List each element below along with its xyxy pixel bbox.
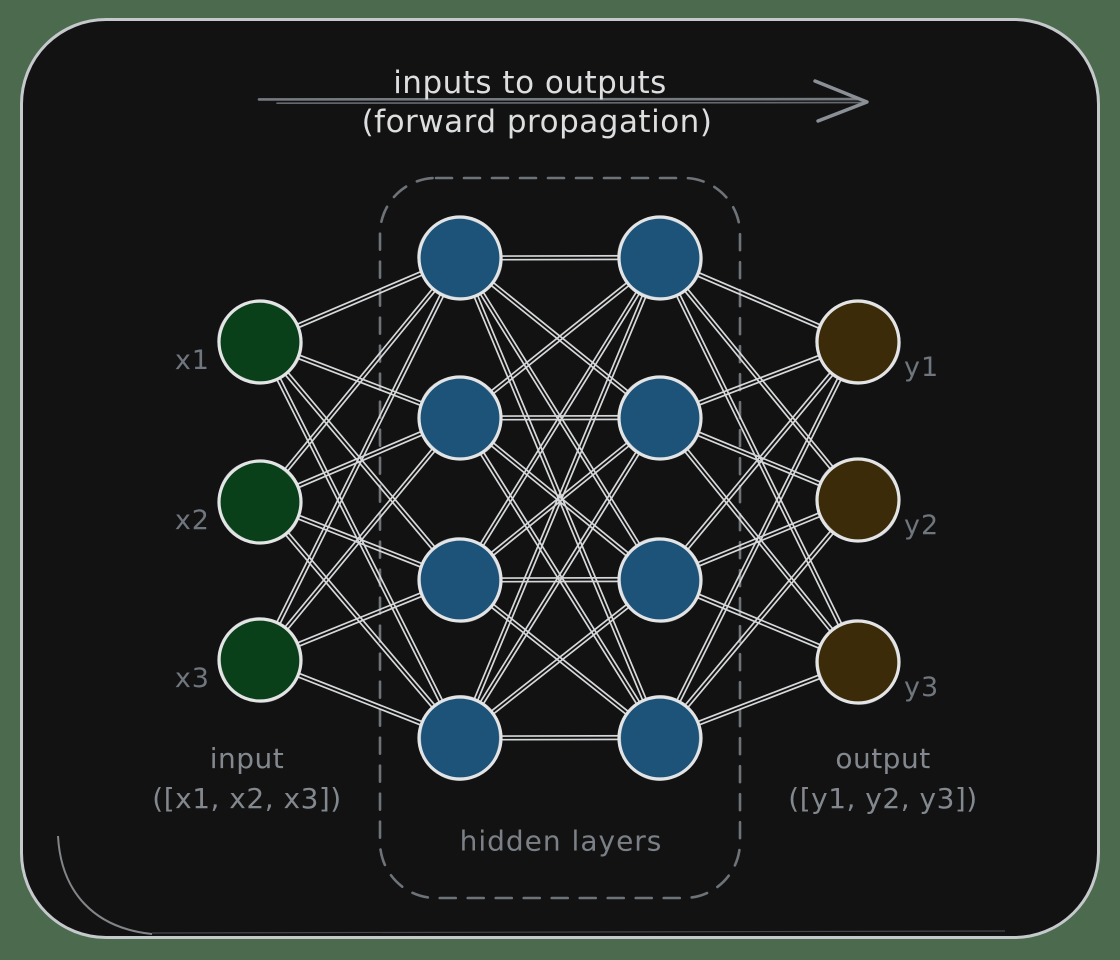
edge-hidden1-hidden2 <box>460 259 662 421</box>
input-caption-label: input <box>209 742 285 775</box>
node-sketch-hidden1-2 <box>418 376 502 460</box>
edge-input-hidden1 <box>260 499 463 738</box>
node-input-2 <box>217 459 303 545</box>
edge-input-hidden1 <box>257 257 460 661</box>
edge-hidden1-hidden2 <box>460 257 663 740</box>
node-sketch-hidden2-4 <box>619 694 701 782</box>
node-sketch-output-3 <box>817 619 899 705</box>
node-sketch-hidden1-3 <box>419 537 501 623</box>
edge-hidden1-hidden2 <box>460 417 663 740</box>
node-hidden1-1 <box>417 215 503 301</box>
hidden-layers-box <box>378 176 742 900</box>
node-sketch-input-3 <box>219 617 301 703</box>
node-sketch-output-2 <box>816 458 900 542</box>
output-caption-vector: ([y1, y2, y3]) <box>788 782 978 815</box>
hidden-layers-label: hidden layers <box>459 824 663 858</box>
output-caption: output ([y1, y2, y3]) <box>788 739 977 819</box>
diagram-title-line2: (forward propagation) <box>361 104 713 140</box>
diagram-card <box>20 18 1100 939</box>
node-label-x2: x2 <box>175 505 210 536</box>
edge-hidden1-hidden2 <box>457 255 660 580</box>
diagram-title-line1: inputs to outputs <box>393 65 667 101</box>
edge-input-hidden1 <box>257 416 460 660</box>
edge-hidden2-output <box>657 258 858 502</box>
node-hidden1-2 <box>417 375 503 461</box>
node-label-x1: x1 <box>175 345 210 376</box>
node-hidden2-4 <box>617 695 703 781</box>
edge-hidden2-output <box>660 341 861 740</box>
edge-input-hidden1 <box>257 256 460 502</box>
input-caption-vector: ([x1, x2, x3]) <box>152 782 342 815</box>
edge-hidden1-hidden2 <box>458 256 660 418</box>
edge-hidden2-output <box>657 498 858 738</box>
edge-hidden1-hidden2 <box>460 257 663 582</box>
node-output-3 <box>815 619 901 705</box>
edge-hidden2-output <box>657 339 858 739</box>
node-label-y1: y1 <box>904 352 939 383</box>
edge-hidden2-output <box>657 339 858 580</box>
edge-input-hidden1 <box>260 258 463 662</box>
node-sketch-hidden1-4 <box>419 694 501 782</box>
edge-hidden2-output <box>660 256 861 662</box>
node-hidden1-3 <box>417 537 503 623</box>
card-sketch-bottom <box>151 930 1006 934</box>
node-sketch-output-1 <box>815 301 901 383</box>
edge-hidden2-output <box>660 501 861 741</box>
node-sketch-hidden2-1 <box>617 217 703 299</box>
node-hidden2-1 <box>617 215 703 301</box>
node-input-3 <box>217 617 303 703</box>
node-sketch-input-1 <box>217 301 303 383</box>
edge-input-hidden1 <box>260 258 463 504</box>
edge-hidden1-hidden2 <box>457 415 660 738</box>
node-sketch-hidden1-1 <box>417 217 503 299</box>
forward-arrow-shaft-2 <box>276 101 862 104</box>
node-output-1 <box>815 299 901 385</box>
edge-hidden1-hidden2 <box>457 256 660 739</box>
output-caption-label: output <box>835 742 931 775</box>
node-sketch-hidden2-2 <box>618 376 702 460</box>
edge-hidden1-hidden2 <box>457 418 660 740</box>
node-input-1 <box>217 299 303 385</box>
edge-input-hidden1 <box>260 418 463 662</box>
edge-input-hidden1 <box>257 502 460 740</box>
node-sketch-input-2 <box>218 460 302 544</box>
node-hidden2-3 <box>617 537 703 623</box>
node-label-y2: y2 <box>904 510 939 541</box>
node-label-y3: y3 <box>904 672 939 703</box>
node-label-x3: x3 <box>175 663 210 694</box>
edge-hidden2-output <box>660 342 861 583</box>
edge-input-hidden1 <box>257 341 460 741</box>
node-output-2 <box>815 457 901 543</box>
forward-arrow-head <box>813 79 869 123</box>
card-sketch-corner <box>57 835 153 935</box>
node-hidden1-4 <box>417 695 503 781</box>
node-sketch-hidden2-3 <box>619 537 701 623</box>
node-hidden2-2 <box>617 375 703 461</box>
input-caption: input ([x1, x2, x3]) <box>152 739 341 819</box>
